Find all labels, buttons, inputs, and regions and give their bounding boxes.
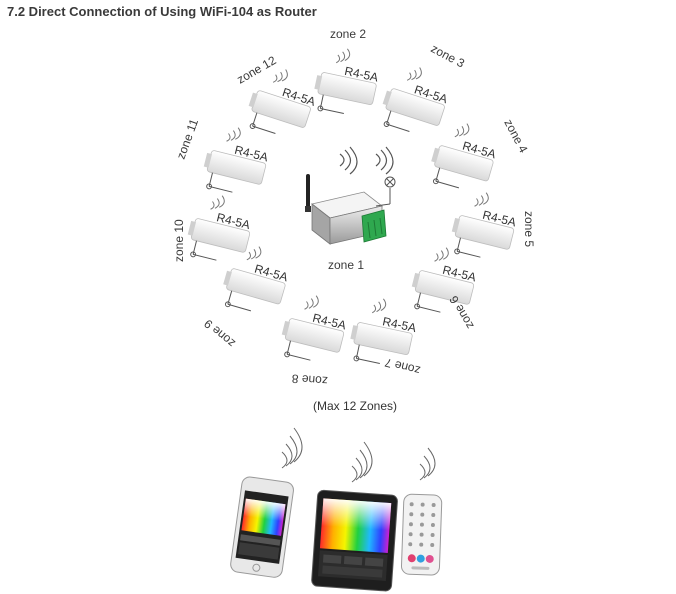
receiver-zone-7: R4-5A bbox=[350, 298, 417, 364]
signal-waves-icon bbox=[339, 146, 394, 175]
signal-waves-icon bbox=[419, 447, 436, 481]
zone-12-label: zone 12 bbox=[235, 53, 279, 87]
controllers-group bbox=[230, 427, 443, 592]
signal-waves-icon bbox=[406, 67, 422, 81]
page-title: 7.2 Direct Connection of Using WiFi-104 … bbox=[7, 4, 317, 19]
smartphone-icon bbox=[230, 476, 294, 578]
receivers-group: R4-5A R4-5A R4-5A bbox=[187, 48, 517, 364]
signal-waves-icon bbox=[304, 295, 319, 310]
max-zones-note: (Max 12 Zones) bbox=[313, 399, 397, 413]
lamp-icon bbox=[375, 176, 396, 207]
zone-11-label: zone 11 bbox=[174, 117, 202, 161]
zone-9-label: zone 9 bbox=[201, 316, 238, 350]
signal-waves-icon bbox=[474, 192, 489, 207]
signal-waves-icon bbox=[281, 427, 303, 469]
receiver-model-label: R4-5A bbox=[381, 314, 417, 335]
remote-control-icon bbox=[400, 493, 443, 576]
signal-waves-icon bbox=[434, 247, 449, 262]
signal-waves-icon bbox=[371, 298, 387, 314]
terminal-block-icon bbox=[361, 209, 387, 243]
receiver-zone-4: R4-5A bbox=[431, 123, 497, 189]
signal-waves-icon bbox=[454, 123, 470, 138]
receiver-zone-9: R4-5A bbox=[223, 246, 289, 312]
receiver-model-label: R4-5A bbox=[343, 64, 379, 85]
receiver-zone-6: R4-5A bbox=[411, 247, 477, 313]
wifi-104-router: zone 1 bbox=[305, 146, 396, 272]
zone-4-label: zone 4 bbox=[501, 117, 530, 156]
receiver-zone-2: R4-5A bbox=[314, 48, 379, 114]
zone-7-label: zone 7 bbox=[383, 355, 422, 377]
zone-3-label: zone 3 bbox=[429, 41, 468, 70]
zone-5-label: zone 5 bbox=[522, 211, 536, 247]
signal-waves-icon bbox=[351, 441, 373, 483]
receiver-zone-11: R4-5A bbox=[203, 127, 269, 193]
receiver-zone-8: R4-5A bbox=[281, 295, 347, 361]
receiver-zone-5: R4-5A bbox=[451, 192, 517, 258]
receiver-zone-3: R4-5A bbox=[382, 67, 449, 132]
zone-10-label: zone 10 bbox=[172, 219, 186, 262]
signal-waves-icon bbox=[226, 127, 241, 142]
signal-waves-icon bbox=[210, 195, 225, 210]
antenna-icon bbox=[305, 174, 311, 212]
signal-waves-icon bbox=[335, 48, 351, 64]
receiver-zone-10: R4-5A bbox=[187, 195, 252, 261]
signal-waves-icon bbox=[246, 246, 262, 261]
zone-8-label: zone 8 bbox=[291, 371, 328, 388]
zone-6-label: zone 6 bbox=[446, 293, 476, 331]
signal-waves-icon bbox=[272, 69, 288, 83]
tablet-icon bbox=[311, 489, 398, 592]
zone-2-label: zone 2 bbox=[330, 27, 366, 41]
hub-zone-label: zone 1 bbox=[328, 258, 364, 272]
